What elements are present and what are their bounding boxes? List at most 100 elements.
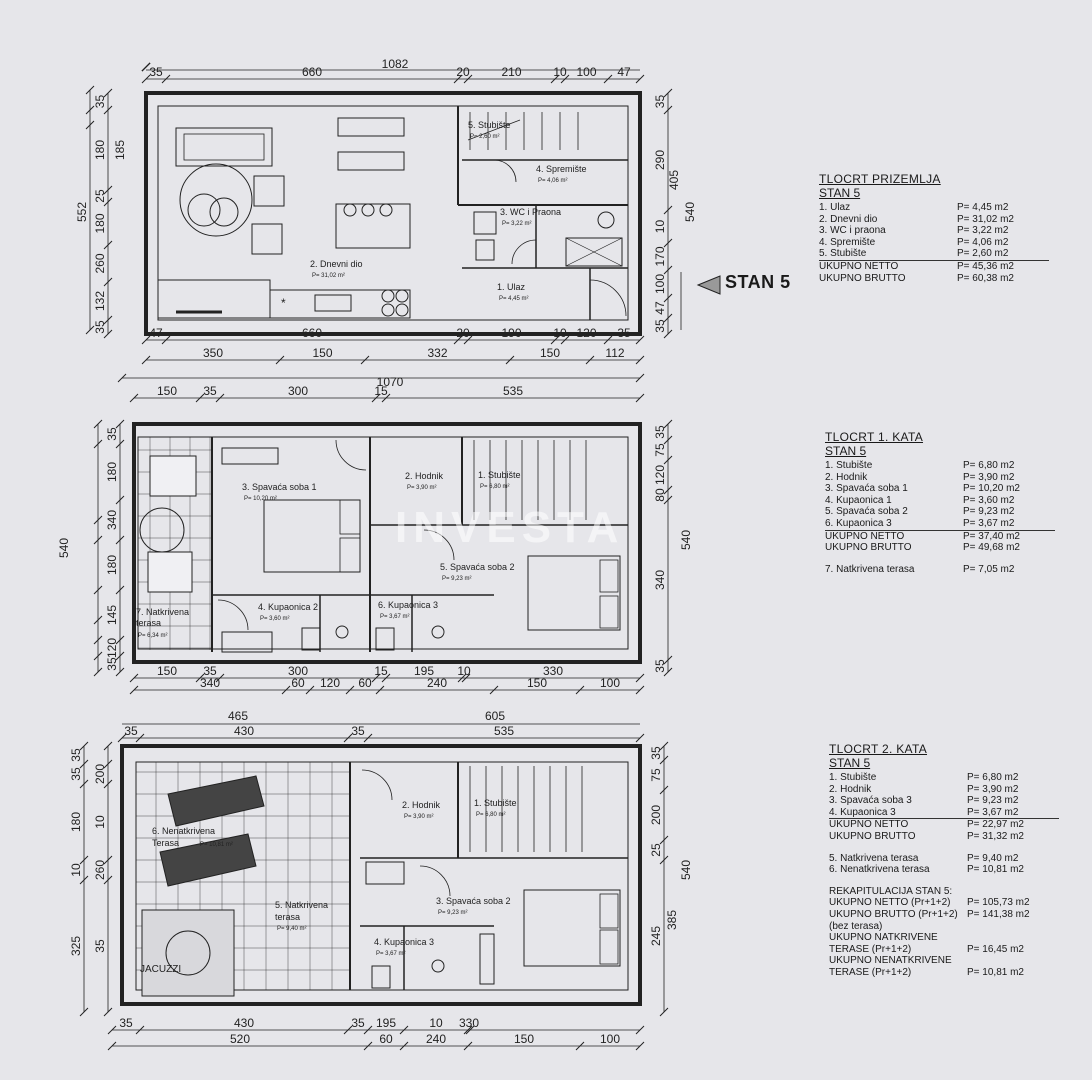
dimension-tick [635, 685, 645, 695]
room-area-label: P= 4,45 m² [499, 296, 529, 302]
room-area-label: P= 10,81 m² [200, 842, 233, 848]
dimension-tick [215, 673, 225, 683]
dimension-tick [103, 1007, 113, 1017]
dimension-tick [161, 74, 171, 84]
dimension-tick [453, 74, 463, 84]
dimension-tick [85, 105, 95, 115]
dimension-label: 180 [105, 555, 119, 575]
ground-floor-inner [157, 105, 629, 321]
dimension-tick [135, 1025, 145, 1035]
legend-row: (bez terasa) [829, 921, 1059, 933]
dimension-tick [575, 685, 585, 695]
dimension-label: 112 [605, 346, 624, 360]
legend-row-name: UKUPNO NENATKRIVENE [829, 955, 952, 967]
toilet-icon [375, 627, 395, 651]
legend-row-value: P= 60,38 m2 [957, 272, 1014, 284]
dimension-tick [93, 635, 103, 645]
dimension-tick [103, 105, 113, 115]
bathtub-icon [221, 631, 273, 653]
dimension-tick [585, 355, 595, 365]
dimension-label: 260 [93, 253, 107, 273]
dimension-tick [93, 667, 103, 677]
room-area-label: P= 9,40 m² [277, 926, 307, 932]
room-area-label: P= 3,90 m² [407, 485, 437, 491]
dimension-label: 10 [457, 664, 471, 678]
dimension-tick [635, 733, 645, 743]
first-floor-inner [137, 436, 629, 650]
dimension-label: 35 [649, 746, 663, 760]
legend-row: UKUPNO BRUTTO P= 31,32 m2 [829, 831, 1059, 843]
pillow-icon [339, 537, 361, 573]
dimension-label: 100 [653, 274, 667, 294]
dimension-tick [463, 1041, 473, 1051]
room-area-label: P= 9,23 m² [438, 910, 468, 916]
dimension-tick [195, 393, 205, 403]
dimension-label: 660 [302, 65, 322, 79]
armchair-icon [147, 551, 193, 593]
room-area-label: P= 31,02 m² [312, 273, 345, 279]
dimension-label: 132 [93, 291, 107, 311]
dimension-label: 35 [105, 657, 119, 671]
dimension-tick [375, 685, 385, 695]
legend-row-name: 1. Stubište [829, 772, 877, 783]
legend-row: UKUPNO BRUTTO (Pr+1+2)P= 141,38 m2 [829, 909, 1059, 921]
dimension-label: 75 [649, 768, 663, 782]
legend-row-name: 1. Stubište [825, 460, 873, 471]
dimension-tick [215, 393, 225, 403]
sun-lounger-icon [167, 775, 265, 827]
dimension-tick [663, 88, 673, 98]
dimension-tick [343, 1025, 353, 1035]
legend-row-value: P= 4,45 m2 [957, 202, 1009, 213]
dimension-label: 35 [69, 748, 83, 762]
door-swing [217, 599, 249, 631]
second-floor-outline [120, 744, 642, 1006]
door-swing [361, 769, 393, 801]
legend-row-name: UKUPNO NETTO [825, 530, 905, 542]
dimension-label: 170 [653, 246, 667, 266]
dimension-tick [381, 673, 391, 683]
dimension-total: 605 [485, 709, 505, 723]
dimension-label: 35 [653, 319, 667, 333]
apartment-label: STAN 5 [725, 272, 791, 292]
dimension-tick [663, 238, 673, 248]
legend-row-value: P= 31,32 m2 [967, 830, 1024, 842]
legend-row-name: UKUPNO BRUTTO [829, 830, 916, 842]
dimension-tick [363, 1025, 373, 1035]
dimension-tick [103, 855, 113, 865]
legend-row-name: TERASE (Pr+1+2) [829, 943, 912, 955]
armchair-icon [251, 223, 283, 255]
dimension-tick [381, 393, 391, 403]
dimension-tick [115, 667, 125, 677]
dimension-tick [603, 335, 613, 345]
watermark: INVESTA [395, 503, 625, 552]
room-area-label: P= 3,22 m² [502, 221, 532, 227]
dimension-tick [663, 265, 673, 275]
dimension-tick [93, 439, 103, 449]
dimension-tick [161, 335, 171, 345]
dimension-label: 200 [649, 805, 663, 825]
dimension-tick [659, 755, 669, 765]
sink-icon [335, 625, 349, 639]
dimension-label: 180 [93, 140, 107, 160]
cooktop-burner-icon [395, 303, 409, 317]
dimension-tick [141, 74, 151, 84]
dimension-tick [281, 685, 291, 695]
room-area-label: P= 10,20 m² [244, 496, 277, 502]
dimension-tick [117, 373, 127, 383]
legend-row-value: P= 3,60 m2 [963, 494, 1015, 506]
dimension-tick [85, 325, 95, 335]
dimension-tick [635, 373, 645, 383]
sofa-cushion [183, 133, 265, 161]
legend-row-value: P= 10,81 m2 [967, 966, 1024, 978]
dimension-tick [550, 74, 560, 84]
wardrobe-icon [365, 861, 405, 885]
